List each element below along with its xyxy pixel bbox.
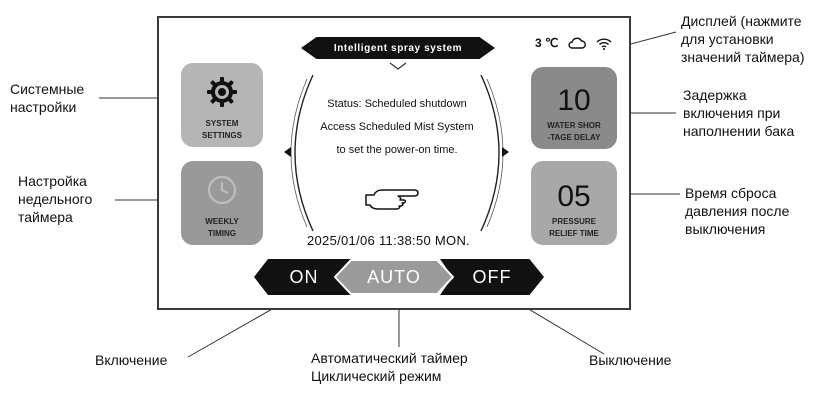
mode-selector: ON OFF AUTO bbox=[254, 259, 544, 295]
temperature-readout: 3 ℃ bbox=[535, 36, 559, 50]
status-bar: 3 ℃ bbox=[535, 36, 612, 50]
callout-pressure-reset: Время сброса давления после выключения bbox=[685, 185, 790, 237]
system-settings-button[interactable]: SYSTEM SETTINGS bbox=[181, 63, 263, 147]
status-line: Status: Scheduled shutdown bbox=[327, 98, 467, 110]
auto-button[interactable]: AUTO bbox=[334, 259, 454, 295]
callout-power-on: Включение bbox=[95, 352, 168, 368]
left-arc-decoration bbox=[290, 74, 314, 232]
callout-power-off: Выключение bbox=[589, 352, 672, 368]
weekly-timing-button[interactable]: WEEKLY TIMING bbox=[181, 161, 263, 245]
device-screen: Intelligent spray system 3 ℃ bbox=[157, 16, 631, 310]
pressure-relief-time-button[interactable]: 05 PRESSURE RELIEF TIME bbox=[531, 161, 617, 245]
weekly-timing-label: WEEKLY TIMING bbox=[205, 217, 239, 238]
clock-icon bbox=[205, 173, 239, 212]
scroll-right-arrow-icon[interactable] bbox=[502, 147, 509, 157]
status-line: Access Scheduled Mist System bbox=[320, 121, 474, 133]
system-settings-label: SYSTEM SETTINGS bbox=[201, 119, 242, 140]
pressure-relief-time-label: PRESSURE RELIEF TIME bbox=[549, 217, 599, 238]
chevron-down-icon bbox=[389, 62, 407, 70]
callout-system-settings: Системные настройки bbox=[10, 81, 85, 115]
water-shortage-delay-label: WATER SHOR -TAGE DELAY bbox=[547, 121, 601, 142]
callout-auto-timer: Автоматический таймер Циклический режим bbox=[311, 350, 468, 384]
off-button[interactable]: OFF bbox=[440, 259, 544, 295]
cloud-icon bbox=[568, 37, 587, 49]
status-display[interactable]: Status: Scheduled shutdown Access Schedu… bbox=[282, 93, 512, 213]
water-shortage-delay-button[interactable]: 10 WATER SHOR -TAGE DELAY bbox=[531, 67, 617, 149]
status-line: to set the power-on time. bbox=[336, 144, 458, 156]
wifi-icon bbox=[596, 37, 612, 50]
water-shortage-delay-value: 10 bbox=[557, 84, 591, 117]
gear-icon bbox=[205, 75, 239, 114]
callout-weekly-timer: Настройка недельного таймера bbox=[18, 173, 93, 225]
callout-display: Дисплей (нажмите для установки значений … bbox=[681, 13, 805, 65]
pressure-relief-time-value: 05 bbox=[557, 180, 591, 213]
title-banner: Intelligent spray system bbox=[301, 37, 495, 59]
hand-pointer-icon bbox=[364, 186, 420, 217]
callout-startup-delay: Задержка включения при наполнении бака bbox=[683, 87, 795, 139]
datetime-readout: 2025/01/06 11:38:50 MON. bbox=[307, 233, 471, 248]
scroll-left-arrow-icon[interactable] bbox=[284, 147, 291, 157]
